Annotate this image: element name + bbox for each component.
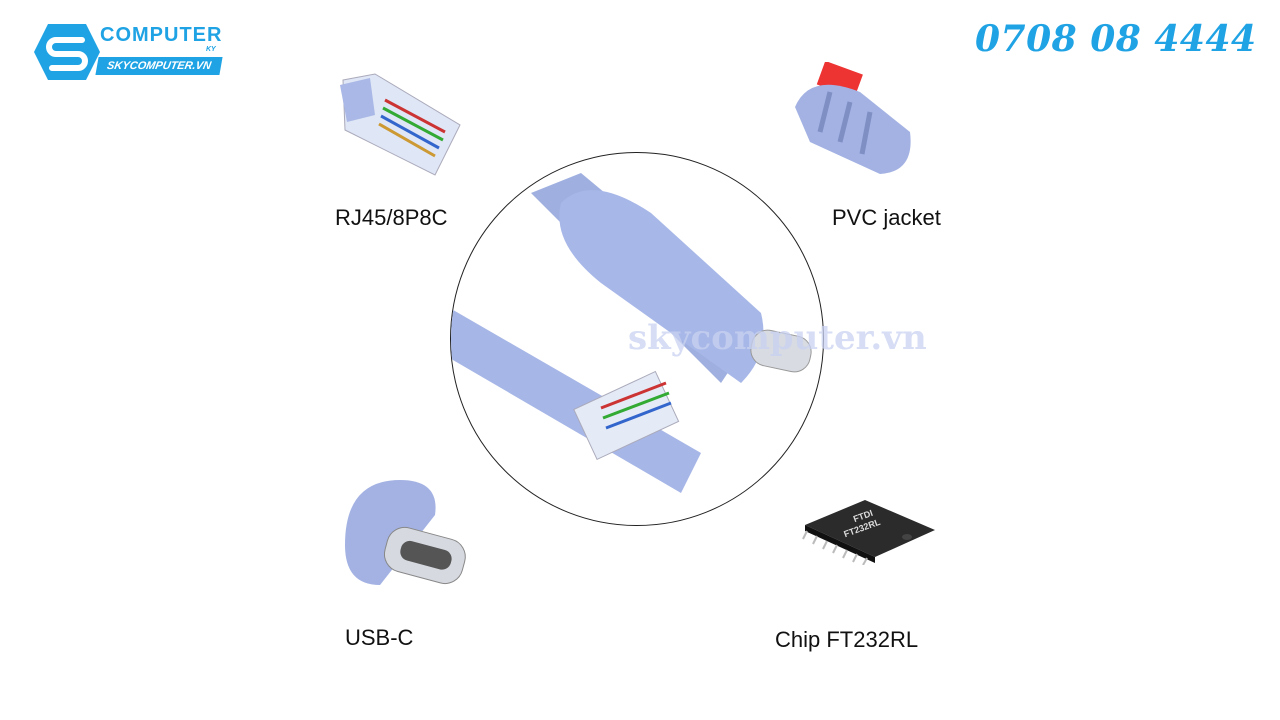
rj45-connector-image xyxy=(340,73,461,176)
logo-title: COMPUTER xyxy=(100,24,223,46)
label-pvc-jacket: PVC jacket xyxy=(832,205,941,230)
cable-closeup-circle xyxy=(450,152,824,526)
label-rj45: RJ45/8P8C xyxy=(335,205,448,230)
usb-c-to-rj45-cable-image xyxy=(451,173,812,493)
logo-s-hexagon-icon xyxy=(34,24,100,80)
ft232rl-chip-image: FTDI FT232RL xyxy=(795,495,940,565)
label-usb-c: USB-C xyxy=(345,625,414,650)
pvc-jacket-image xyxy=(795,62,911,174)
chip-body-icon xyxy=(802,500,935,565)
phone-number: 0708 08 4444 xyxy=(975,18,1257,60)
watermark: skycomputer.vn xyxy=(628,318,927,358)
logo-url: SKYCOMPUTER.VN xyxy=(95,57,223,75)
brand-logo xyxy=(32,22,232,82)
logo-suffix: KY xyxy=(206,46,216,53)
label-chip: Chip FT232RL xyxy=(775,627,919,652)
usb-c-connector-image xyxy=(345,480,466,585)
